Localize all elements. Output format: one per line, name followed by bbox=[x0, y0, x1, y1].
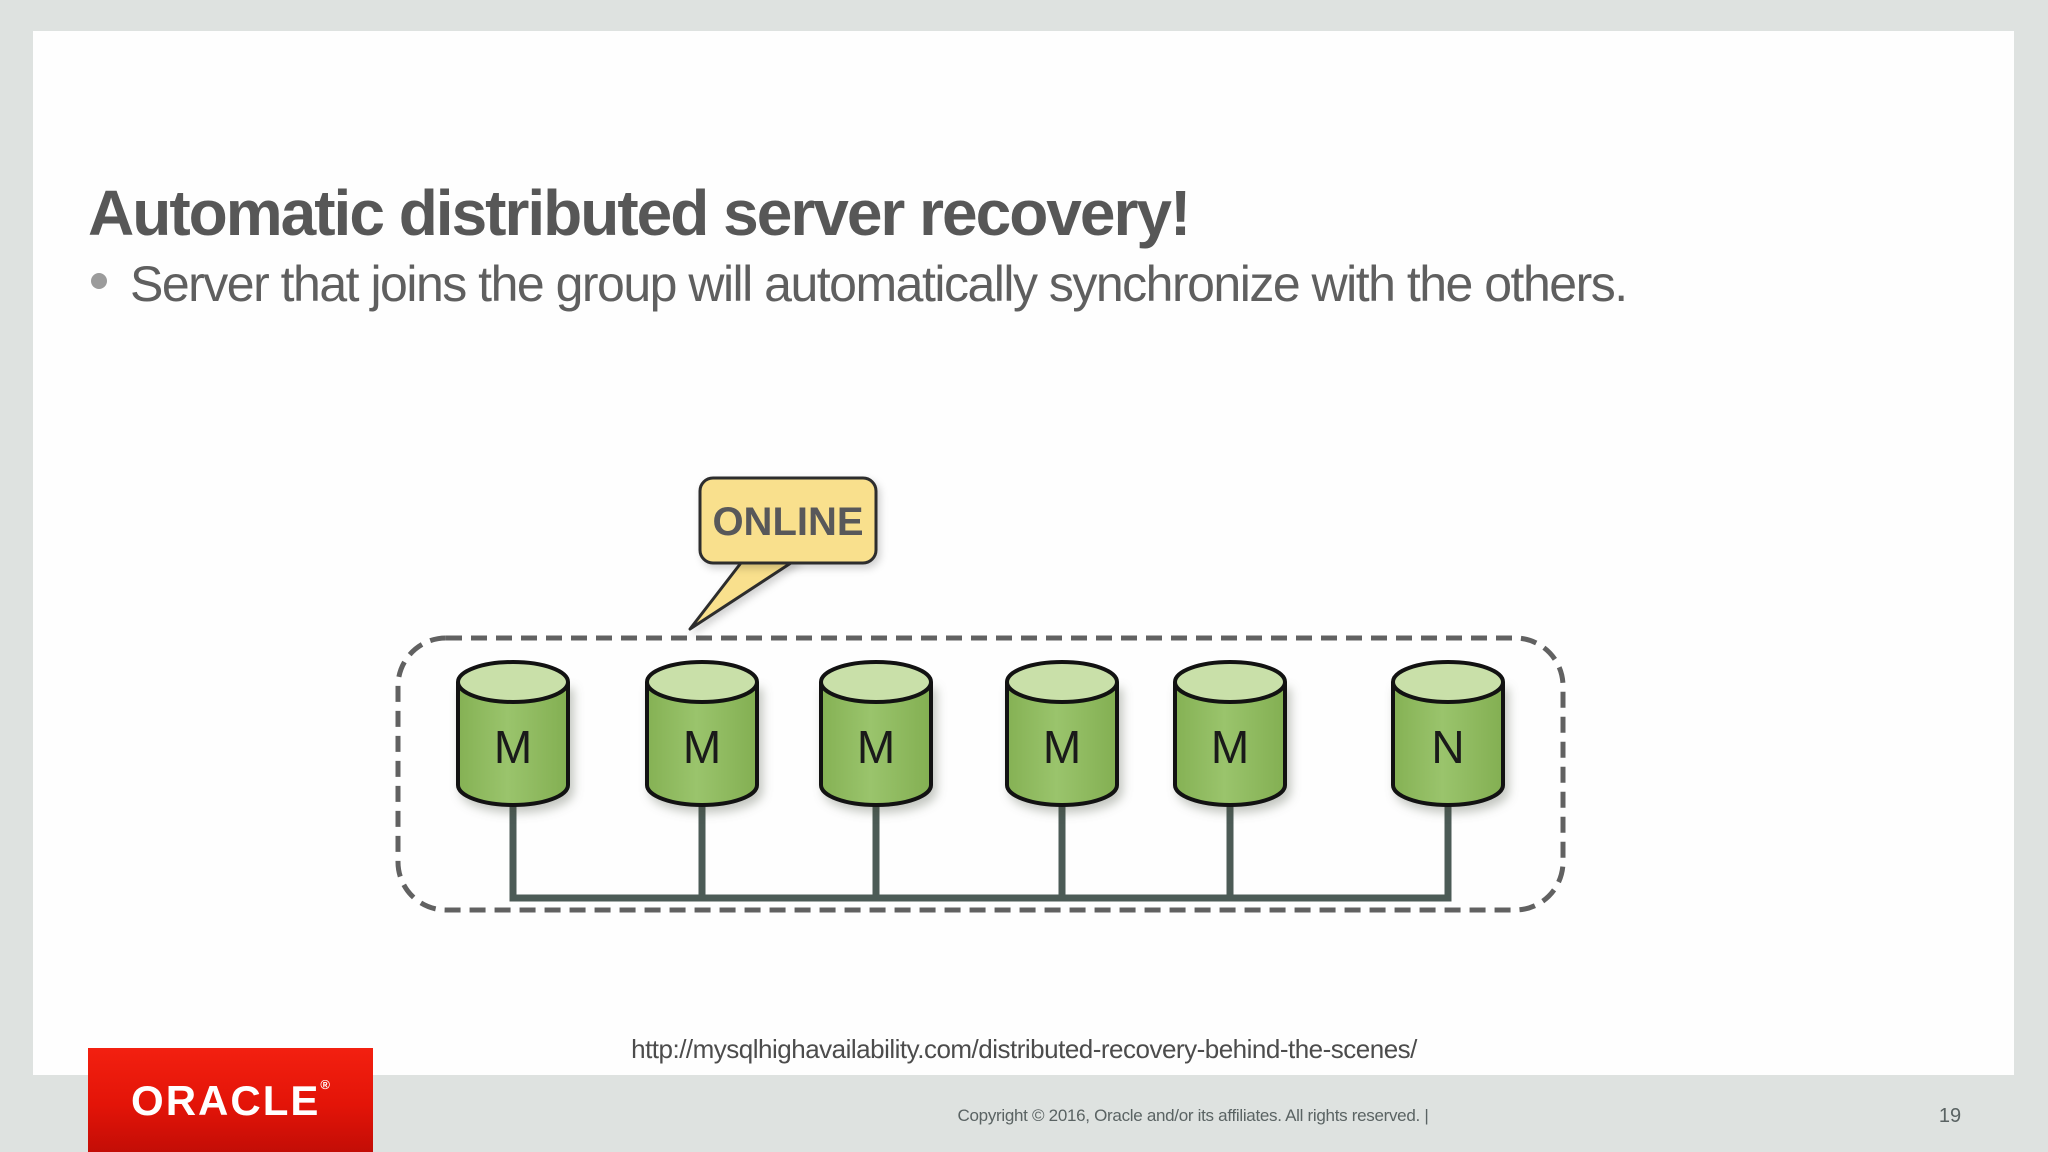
bullet-dot bbox=[91, 273, 107, 289]
copyright-notice: Copyright © 2016, Oracle and/or its affi… bbox=[957, 1106, 1429, 1125]
server-cylinder-6: N bbox=[1391, 660, 1505, 807]
group-boundary-box bbox=[395, 635, 1566, 913]
page-number: 19 bbox=[1938, 1105, 1962, 1127]
server-label: M bbox=[857, 721, 895, 773]
source-url: http://mysqlhighavailability.com/distrib… bbox=[631, 1034, 1417, 1064]
bullet-text: Server that joins the group will automat… bbox=[130, 256, 1628, 312]
server-cylinder-1: M bbox=[456, 660, 570, 807]
registered-trademark-symbol: ® bbox=[320, 1077, 330, 1092]
slide-title: Automatic distributed server recovery! bbox=[88, 176, 1191, 249]
server-label: M bbox=[1043, 721, 1081, 773]
callout-label: ONLINE bbox=[712, 500, 863, 544]
oracle-logo: ORACLE® bbox=[88, 1048, 373, 1152]
server-cylinder-2: M bbox=[645, 660, 759, 807]
server-cylinder-3: M bbox=[819, 660, 933, 807]
server-label: M bbox=[683, 721, 721, 773]
server-label: M bbox=[1211, 721, 1249, 773]
oracle-brand-text: ORACLE bbox=[131, 1077, 321, 1124]
server-label: M bbox=[494, 721, 532, 773]
online-callout: ONLINE bbox=[688, 476, 878, 631]
server-cylinder-5: M bbox=[1173, 660, 1287, 807]
replication-bus-lines bbox=[509, 796, 1452, 902]
server-label: N bbox=[1431, 721, 1464, 773]
callout-tail bbox=[688, 557, 799, 631]
server-cylinder-4: M bbox=[1005, 660, 1119, 807]
callout-bubble bbox=[698, 476, 878, 565]
oracle-wordmark: ORACLE® bbox=[131, 1078, 330, 1122]
